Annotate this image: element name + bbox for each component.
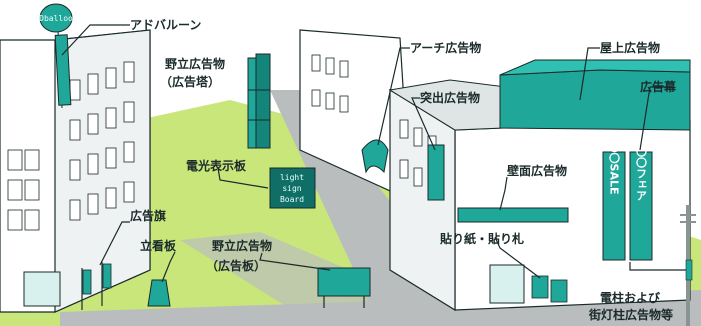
banner-left (602, 151, 626, 261)
label-standing-board-ad-1: 野立広告物 (212, 238, 272, 253)
pole-ad (685, 259, 693, 281)
rooftop-sign (499, 69, 691, 131)
label-banner-curtain: 広告幕 (640, 79, 677, 94)
label-wall: 壁面広告物 (507, 163, 567, 178)
left-building-windows (7, 61, 135, 231)
electric-board-line-3: Board (280, 195, 304, 204)
rooftop-sign-side (499, 59, 691, 76)
flag-1 (82, 269, 92, 295)
banner-left-text: 〇〇SALE (608, 140, 621, 194)
leader-lines (61, 24, 686, 283)
poster-2 (550, 279, 568, 303)
label-rooftop: 屋上広告物 (600, 40, 660, 55)
label-standing-board-ad-2: （広告板） (206, 258, 266, 273)
balloon-banner (54, 34, 72, 106)
standing-billboard (317, 267, 371, 297)
label-ad-balloon: アドバルーン (130, 18, 201, 32)
arch-sign (361, 139, 389, 174)
middle-building-windows (311, 54, 349, 113)
a-board (147, 279, 171, 307)
label-standing-board: 立看板 (140, 238, 177, 253)
banner-right-text: 〇〇〇フェア (635, 134, 648, 201)
label-posters: 貼り紙・貼り札 (440, 231, 524, 246)
label-standing-tower-1: 野立広告物 (165, 56, 225, 71)
electric-board (269, 167, 316, 209)
label-pole-1: 電柱および (600, 290, 661, 305)
banner-right (629, 151, 653, 261)
poster-1 (531, 275, 549, 299)
wall-sign (457, 207, 569, 223)
ad-balloon (39, 3, 73, 33)
projecting-sign (427, 144, 445, 201)
right-building-entrance (489, 264, 525, 304)
left-building-side (54, 29, 151, 313)
balloon-text: ADballoon (34, 14, 78, 23)
left-building-entrance (23, 271, 61, 307)
label-pole-2: 街灯柱広告物等 (588, 307, 673, 322)
label-arch: アーチ広告物 (410, 40, 481, 55)
electric-board-line-1: light (280, 173, 304, 182)
electric-board-line-2: sign (282, 184, 301, 193)
label-flag: 広告旗 (130, 208, 166, 223)
standing-tower-side (255, 53, 271, 149)
flag-2 (102, 263, 112, 289)
label-standing-tower-2: （広告塔） (160, 74, 220, 89)
label-electric-sign: 電光表示板 (186, 158, 247, 173)
label-projecting: 突出広告物 (420, 90, 480, 105)
